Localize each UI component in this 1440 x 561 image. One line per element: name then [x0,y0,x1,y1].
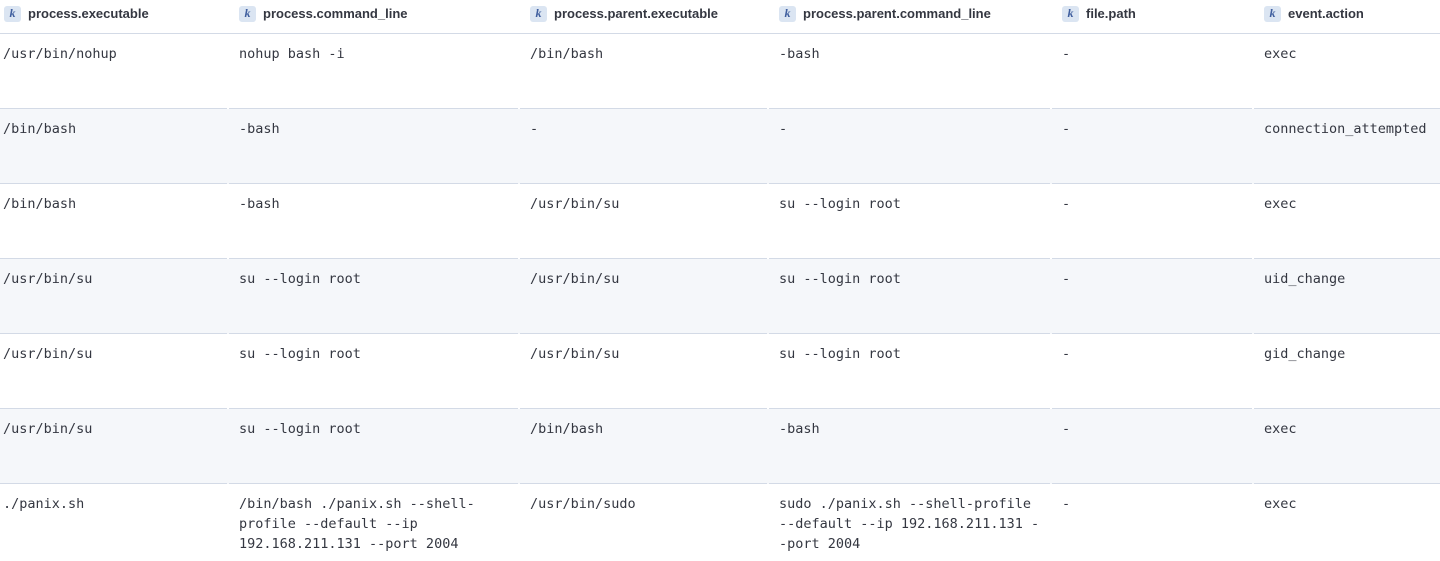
cell-process-executable: /bin/bash [0,109,227,184]
cell-file-path: - [1050,334,1252,409]
cell-process-parent-command-line: su --login root [767,334,1050,409]
cell-process-command-line: su --login root [227,334,518,409]
keyword-field-icon: k [1062,5,1079,22]
cell-process-parent-executable: /bin/bash [518,409,767,484]
column-header-label: process.executable [28,6,149,21]
cell-event-action: exec [1252,34,1440,109]
cell-process-command-line: su --login root [227,259,518,334]
cell-process-command-line: su --login root [227,409,518,484]
cell-process-parent-executable: /usr/bin/su [518,184,767,259]
cell-process-command-line: -bash [227,184,518,259]
keyword-field-icon: k [530,5,547,22]
cell-process-command-line: -bash [227,109,518,184]
cell-process-executable: ./panix.sh [3,496,85,512]
keyword-field-icon: k [1264,5,1281,22]
table-row: /usr/bin/su su --login root /usr/bin/su … [0,259,1440,334]
table-row: ./panix.sh /bin/bash ./panix.sh --shell-… [0,484,1440,561]
cell-process-parent-executable: /bin/bash [518,34,767,109]
cell-process-command-line: nohup bash -i [227,34,518,109]
table-row: /bin/bash -bash - - - connection_attempt… [0,109,1440,184]
table-row: /usr/bin/nohup nohup bash -i /bin/bash -… [0,34,1440,109]
column-header-process-parent-command-line[interactable]: k process.parent.command_line [767,0,1050,33]
cell-process-command-line: /bin/bash ./panix.sh --shell-profile --d… [239,496,475,552]
column-header-label: process.parent.command_line [803,6,991,21]
cell-event-action: exec [1252,184,1440,259]
cell-event-action: exec [1252,409,1440,484]
column-header-label: process.command_line [263,6,408,21]
cell-process-parent-command-line: -bash [767,409,1050,484]
cell-process-parent-command-line: sudo ./panix.sh --shell-profile --defaul… [779,496,1040,552]
cell-file-path: - [1062,496,1071,512]
cell-file-path: - [1050,409,1252,484]
cell-event-action: gid_change [1252,334,1440,409]
cell-event-action: connection_attempted [1252,109,1440,184]
cell-process-executable: /usr/bin/su [0,259,227,334]
cell-event-action: exec [1264,496,1297,512]
cell-process-parent-command-line: su --login root [767,184,1050,259]
column-header-process-executable[interactable]: k process.executable [0,0,227,33]
cell-process-parent-executable: /usr/bin/su [518,334,767,409]
table-row: /usr/bin/su su --login root /bin/bash -b… [0,409,1440,484]
cell-event-action: uid_change [1252,259,1440,334]
column-header-event-action[interactable]: k event.action [1252,0,1440,33]
cell-file-path: - [1050,184,1252,259]
cell-file-path: - [1050,34,1252,109]
cell-process-parent-executable: /usr/bin/sudo [530,496,636,512]
column-header-label: event.action [1288,6,1364,21]
column-header-label: process.parent.executable [554,6,719,21]
cell-file-path: - [1050,259,1252,334]
cell-process-parent-command-line: - [767,109,1050,184]
column-header-process-parent-executable[interactable]: k process.parent.executable [518,0,767,33]
cell-process-executable: /bin/bash [0,184,227,259]
column-header-process-command-line[interactable]: k process.command_line [227,0,518,33]
cell-process-executable: /usr/bin/su [0,409,227,484]
cell-process-parent-command-line: su --login root [767,259,1050,334]
table-header-row: k process.executable k process.command_l… [0,0,1440,34]
cell-process-executable: /usr/bin/nohup [0,34,227,109]
column-header-file-path[interactable]: k file.path [1050,0,1252,33]
column-header-label: file.path [1086,6,1136,21]
table-row: /bin/bash -bash /usr/bin/su su --login r… [0,184,1440,259]
cell-process-executable: /usr/bin/su [0,334,227,409]
cell-process-parent-executable: /usr/bin/su [518,259,767,334]
cell-process-parent-command-line: -bash [767,34,1050,109]
cell-process-parent-executable: - [518,109,767,184]
keyword-field-icon: k [239,5,256,22]
keyword-field-icon: k [779,5,796,22]
keyword-field-icon: k [4,5,21,22]
cell-file-path: - [1050,109,1252,184]
table-row: /usr/bin/su su --login root /usr/bin/su … [0,334,1440,409]
